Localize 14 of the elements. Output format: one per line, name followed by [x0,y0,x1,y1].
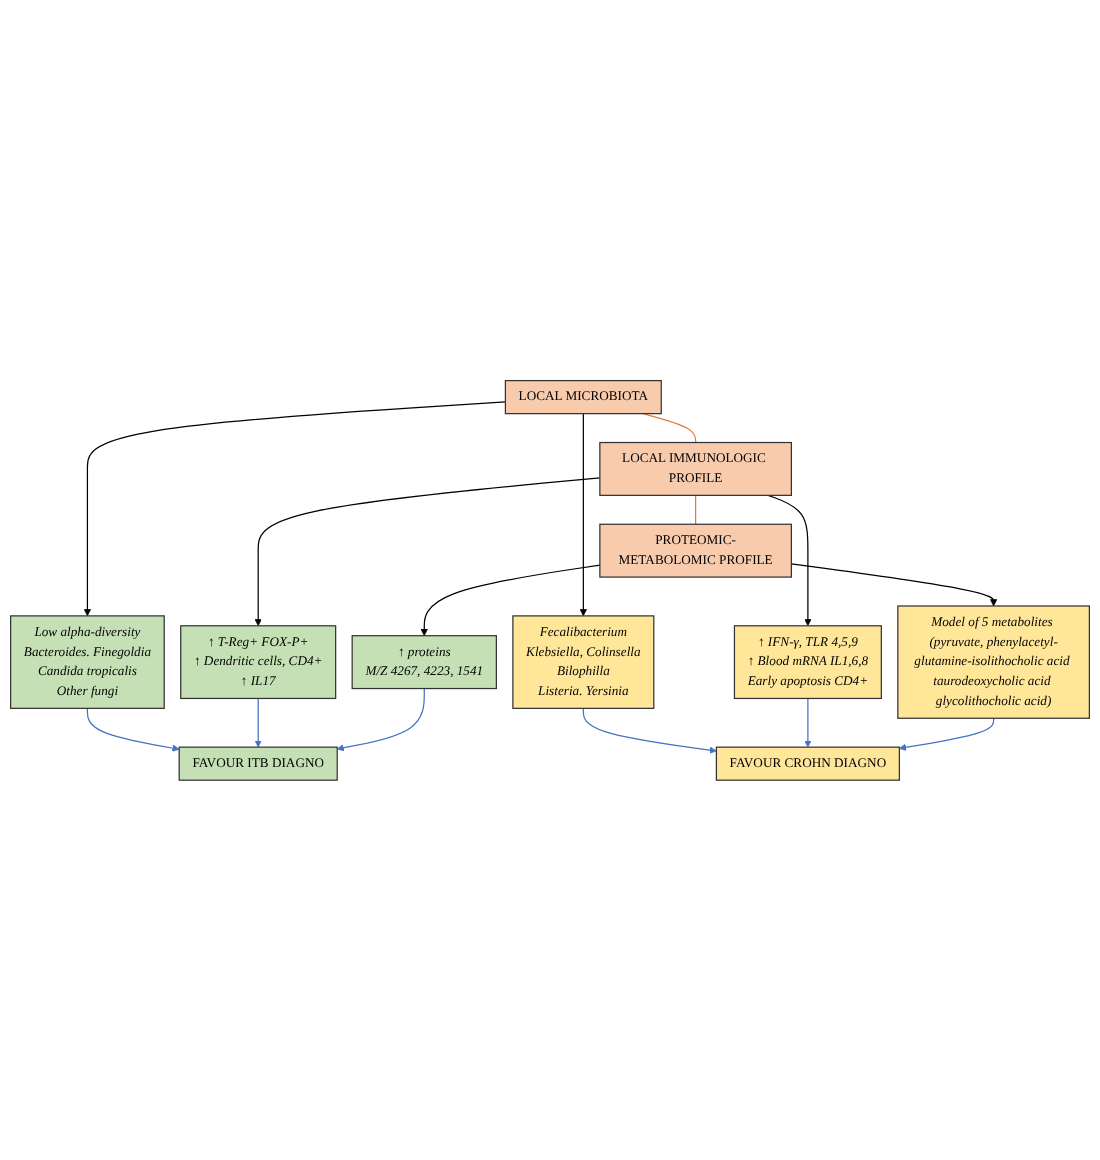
arrow [899,717,995,751]
arrow [254,697,262,748]
arrow [254,476,601,626]
arrow [420,564,601,636]
arrow [336,687,425,751]
arrow [804,697,812,748]
arrow [790,562,998,606]
arrow [582,707,717,754]
connector [642,412,697,443]
arrow [579,412,587,616]
arrow [86,707,180,752]
arrow [83,400,506,616]
arrow [767,494,812,626]
connector [695,494,697,525]
